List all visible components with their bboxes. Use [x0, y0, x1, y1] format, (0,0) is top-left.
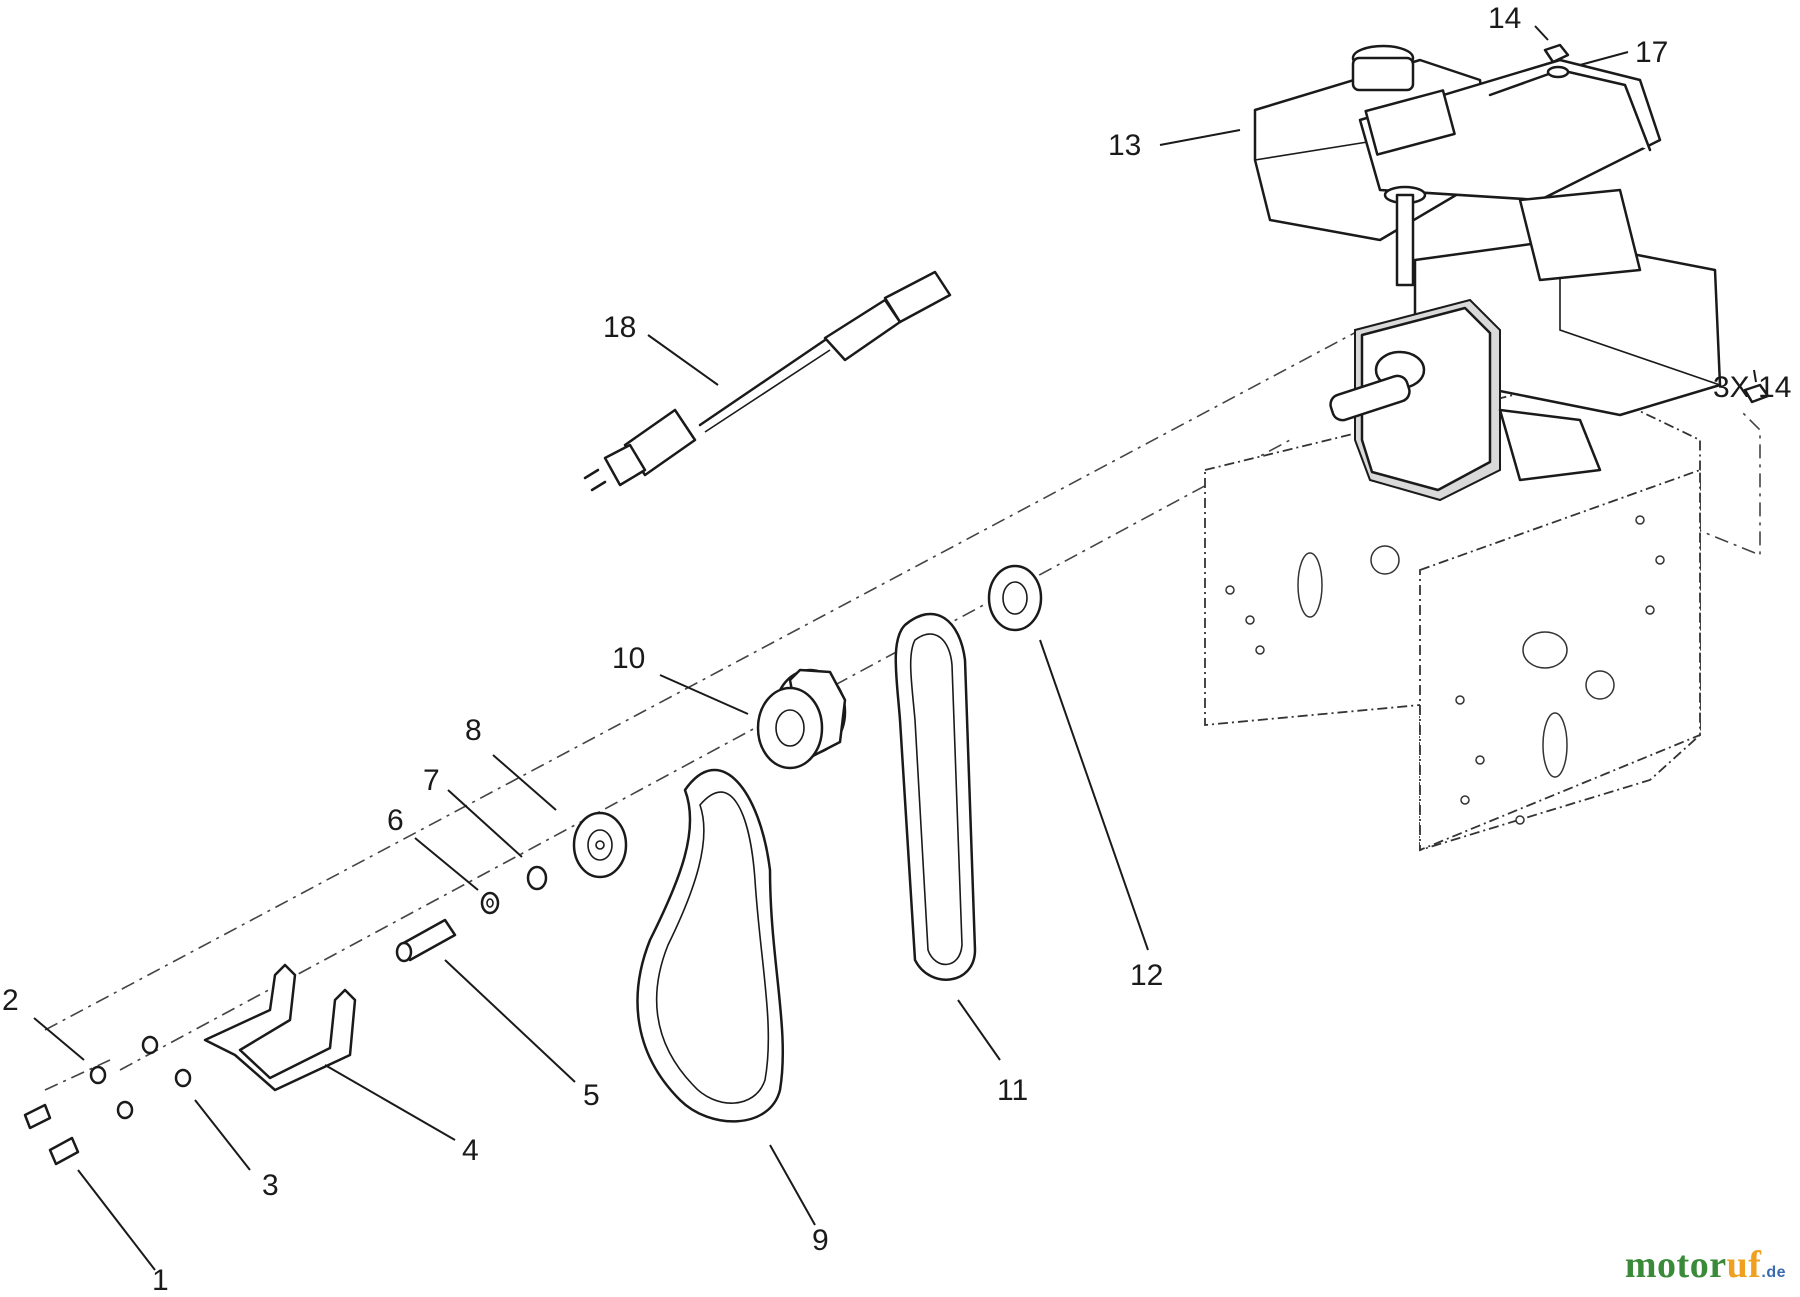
callout-10: 10 [612, 642, 645, 675]
belt-9 [636, 768, 785, 1123]
small-hardware [395, 865, 548, 963]
watermark-accent: uf [1726, 1244, 1762, 1286]
frame-plates [1204, 379, 1701, 852]
pulley-8 [572, 811, 628, 879]
callout-12: 12 [1130, 959, 1163, 992]
callout-3x14: 3X 14 [1713, 371, 1791, 404]
callout-6: 6 [387, 804, 404, 837]
bracket-4 [203, 963, 357, 1092]
callout-2: 2 [2, 984, 19, 1017]
callout-5: 5 [583, 1079, 600, 1112]
callout-9: 9 [812, 1224, 829, 1257]
pulley-12 [987, 564, 1043, 632]
watermark-logo: motoruf.de [1625, 1243, 1786, 1287]
pulley-10 [756, 668, 847, 770]
callout-11: 11 [997, 1074, 1028, 1107]
callout-1: 1 [152, 1264, 169, 1297]
callout-3: 3 [262, 1169, 279, 1202]
assembly-lines [44, 329, 1761, 1091]
power-cord [583, 270, 952, 492]
leader-lines [33, 25, 1757, 1271]
callout-7: 7 [423, 764, 440, 797]
watermark-main: motor [1624, 1244, 1727, 1286]
belt-11 [894, 612, 977, 981]
fasteners [23, 1035, 192, 1166]
callout-8: 8 [465, 714, 482, 747]
callout-18: 18 [603, 311, 636, 344]
callout-17: 17 [1635, 36, 1668, 69]
engine-assembly [1253, 44, 1722, 502]
watermark-tld: .de [1761, 1264, 1786, 1281]
callout-14: 14 [1488, 2, 1521, 35]
callout-4: 4 [462, 1134, 479, 1167]
callout-13: 13 [1108, 129, 1141, 162]
top-hardware [1543, 43, 1770, 404]
